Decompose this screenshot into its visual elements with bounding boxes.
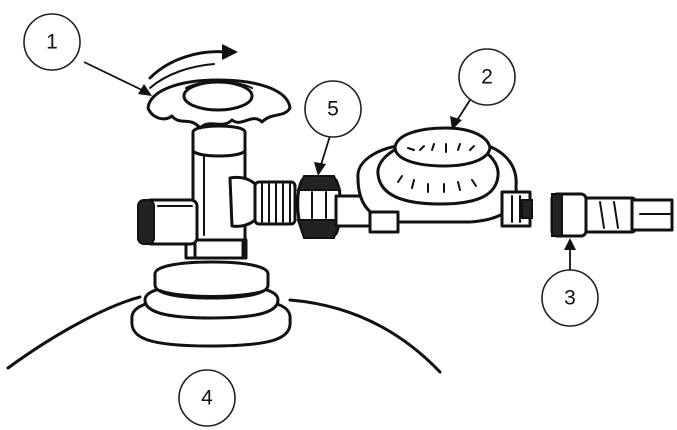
callout-3-label: 3	[564, 287, 576, 310]
callout-5-circle	[304, 80, 362, 138]
connection-nut	[296, 175, 342, 239]
callout-1-circle	[23, 13, 81, 71]
callout-2: 2	[450, 48, 516, 130]
cylinder-neck	[130, 260, 292, 348]
hose-connector	[550, 192, 674, 238]
rotation-arrow	[148, 44, 238, 89]
callout-2-label: 2	[481, 66, 493, 89]
callout-1: 1	[23, 13, 152, 96]
pressure-regulator	[334, 126, 533, 234]
valve-left-outlet	[137, 198, 199, 246]
cylinder-dome	[6, 295, 442, 374]
callout-4: 4	[178, 369, 236, 427]
callout-4-circle	[178, 369, 236, 427]
callout-2-circle	[458, 48, 516, 106]
callout-3: 3	[541, 238, 599, 327]
callout-5: 5	[304, 80, 362, 176]
valve-body	[184, 124, 264, 260]
valve-threaded-outlet	[253, 180, 297, 226]
callout-3-circle	[541, 269, 599, 327]
callout-1-label: 1	[46, 31, 58, 54]
callout-4-label: 4	[201, 387, 213, 410]
callout-5-label: 5	[327, 98, 339, 121]
handwheel	[146, 78, 292, 130]
